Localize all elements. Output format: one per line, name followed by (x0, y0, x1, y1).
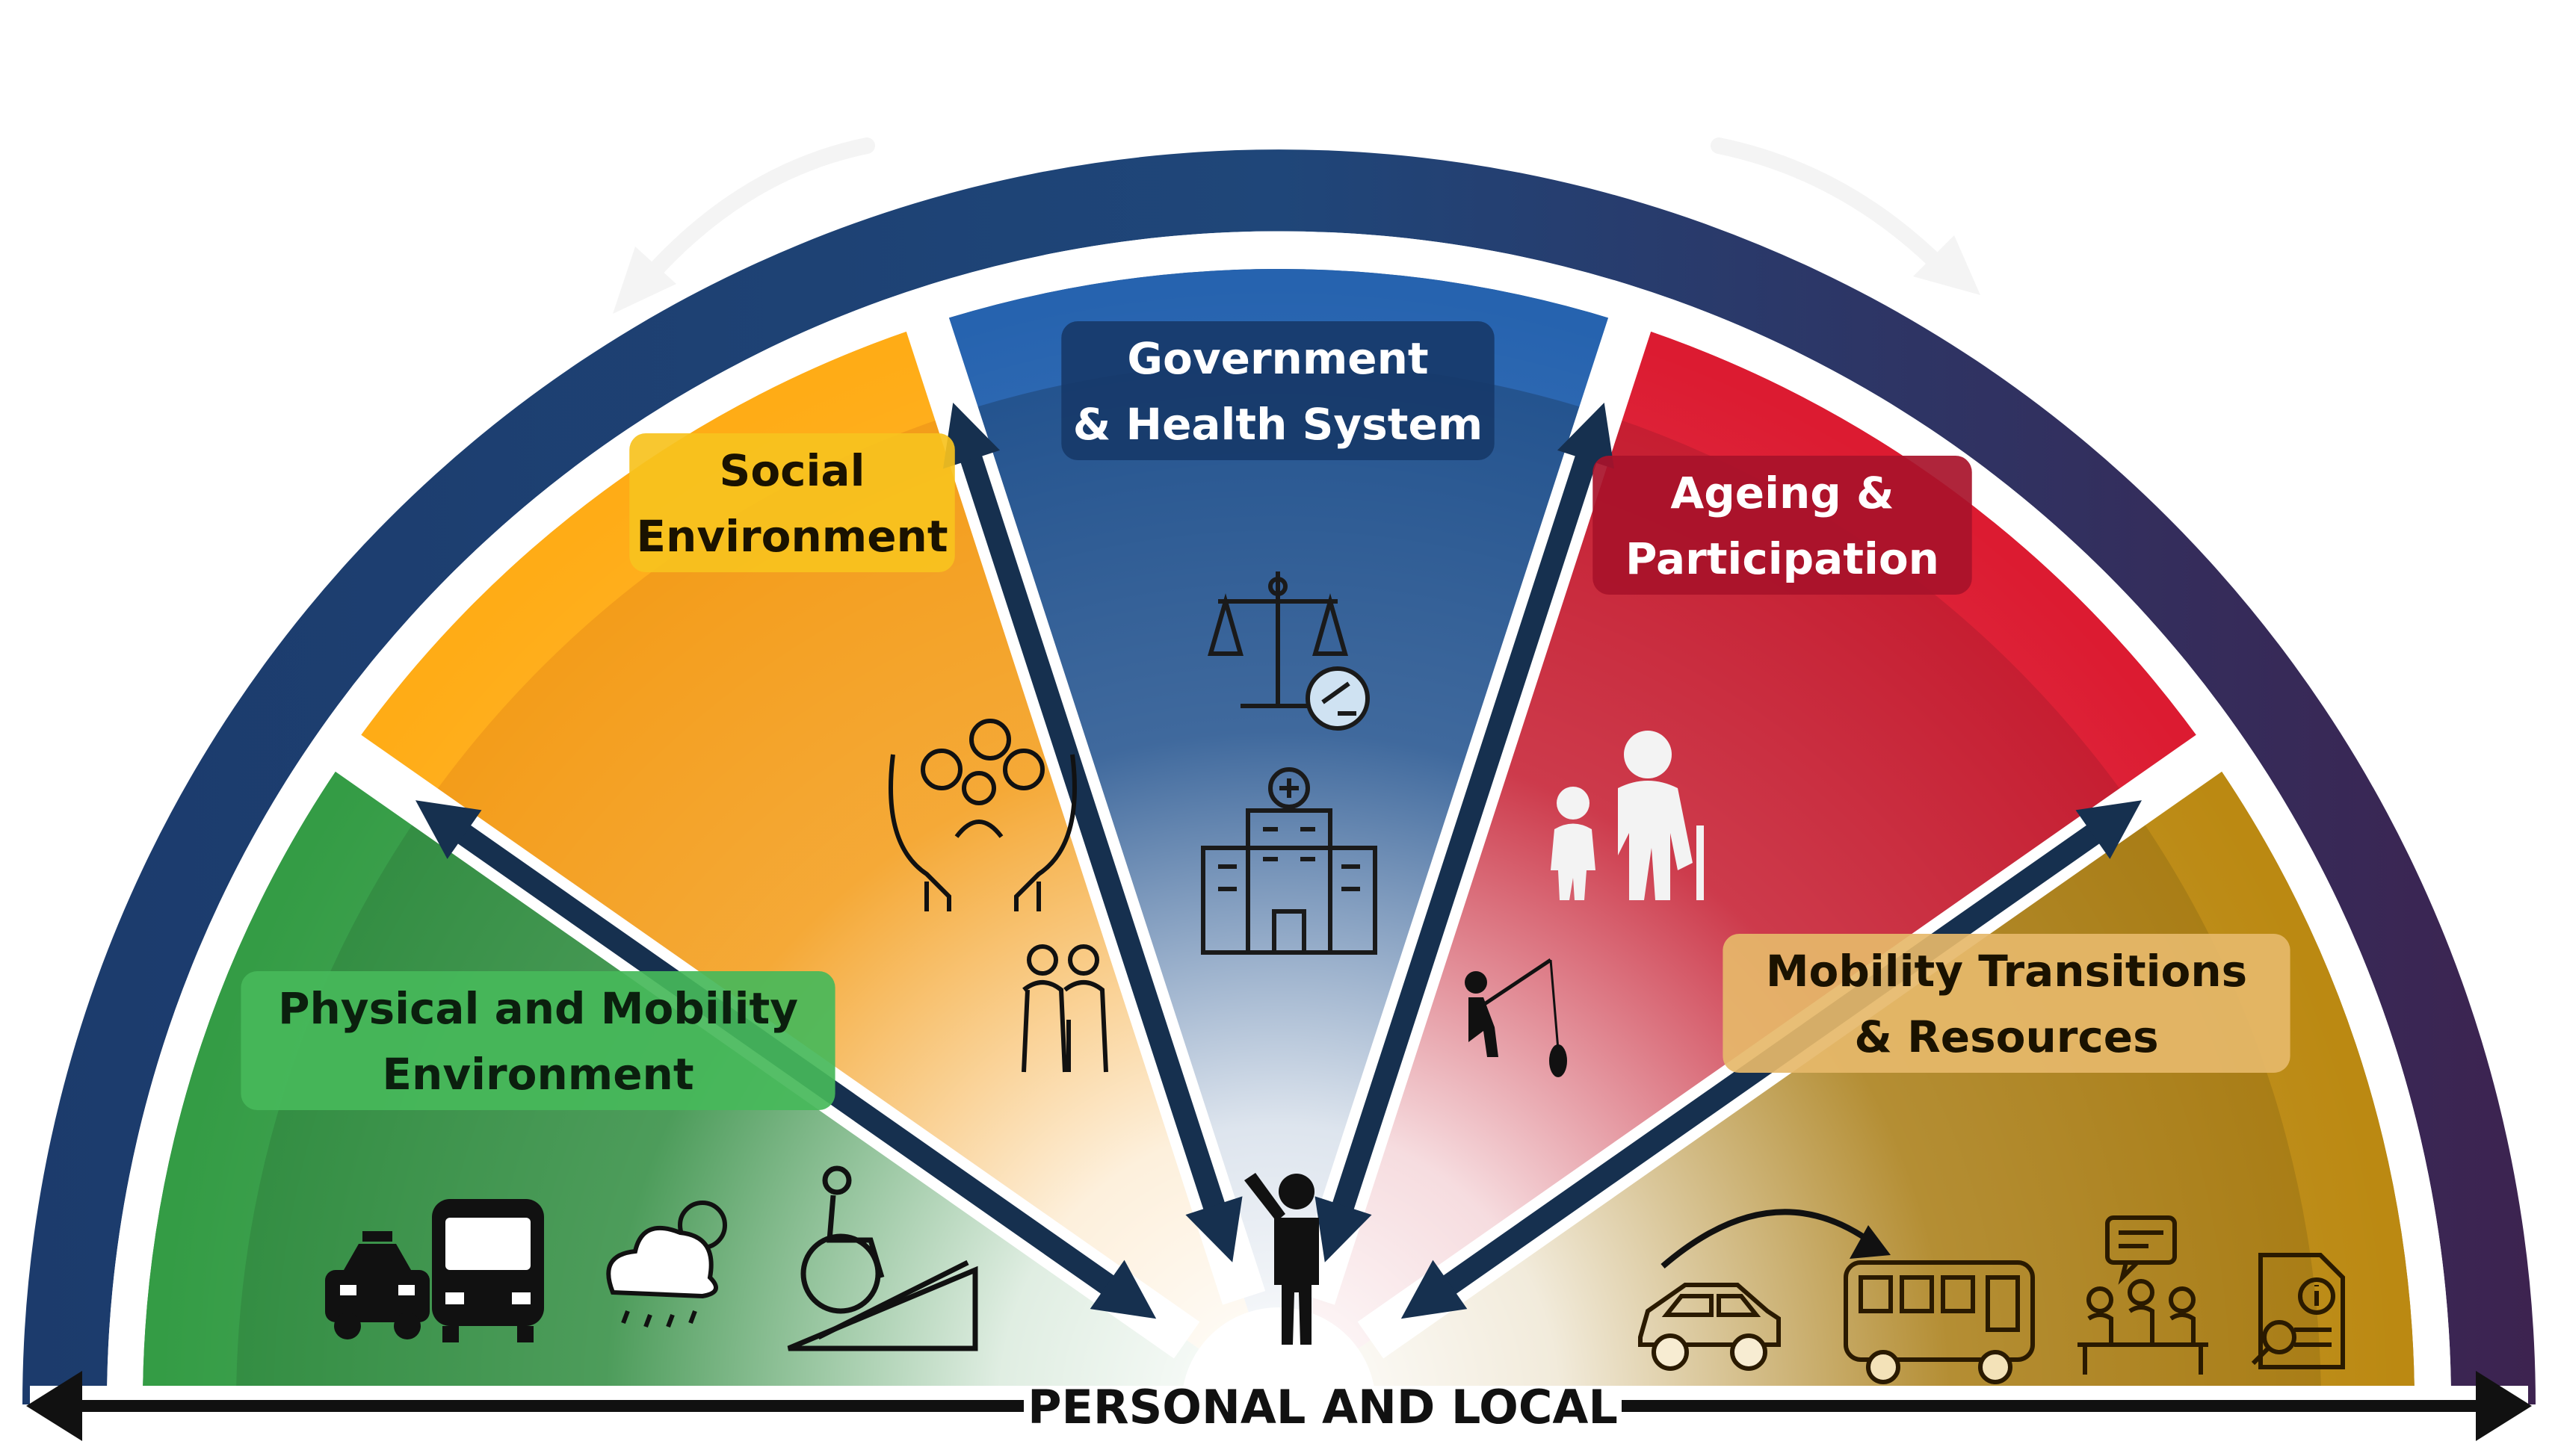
fishing-icon (1465, 958, 1567, 1077)
ring-arrow-right-head (1913, 235, 1980, 295)
hospital-icon (1201, 767, 1377, 955)
sector-label-physical: Environment (382, 1049, 693, 1100)
ring-arrow-left-icon (634, 137, 875, 292)
axis-arrow-right-icon (2476, 1371, 2532, 1441)
sector-label-social: Social (720, 445, 865, 496)
car-icon (1638, 1283, 1781, 1371)
label-group: Physical and MobilityEnvironmentSocialEn… (241, 321, 2290, 1110)
outer-ring-label: NATIONAL AND CULTURAL (903, 1, 1652, 111)
sector-label-mobility: & Resources (1854, 1012, 2158, 1062)
icon-group (325, 571, 2345, 1384)
ring-arrow-left-head (613, 247, 676, 314)
double-arrow-shaft (1325, 434, 1604, 1230)
justice-scale-icon (1208, 571, 1370, 731)
bottom-axis-label: PERSONAL AND LOCAL (1028, 1380, 1618, 1434)
sector-label-ageing: Participation (1625, 533, 1939, 584)
sector-label-bg-mobility (1723, 934, 2290, 1073)
arrow-head-icon (2075, 800, 2143, 859)
bus-icon (432, 1199, 544, 1342)
arrow-head-icon (1185, 1196, 1243, 1263)
arrow-head-icon (1400, 1260, 1468, 1319)
sector-label-mobility: Mobility Transitions (1766, 946, 2247, 997)
person-waving-icon (1244, 1173, 1319, 1345)
sector-label-ageing: Ageing & (1670, 468, 1894, 518)
bus-outline-icon (1844, 1260, 2035, 1384)
arrow-head-icon (1557, 403, 1615, 469)
sector-label-social: Environment (636, 511, 948, 562)
info-document-icon (2251, 1253, 2345, 1369)
sector-label-government: Government (1127, 333, 1428, 384)
axis-arrow-left-icon (26, 1371, 82, 1441)
meeting-icon (2077, 1215, 2208, 1375)
arrow-head-icon (1090, 1260, 1157, 1319)
elder-with-child-icon (1551, 731, 1704, 900)
sector-label-physical: Physical and Mobility (278, 983, 798, 1034)
sector-label-bg-ageing (1592, 456, 1972, 595)
wheelchair-ramp-icon (787, 1165, 978, 1351)
arrow-head-icon (942, 403, 1001, 469)
sector-label-bg-physical (241, 971, 835, 1110)
friends-icon (1022, 944, 1108, 1073)
double-arrow-shaft (954, 434, 1232, 1230)
rain-cloud-icon (606, 1201, 727, 1328)
taxi-icon (325, 1231, 430, 1339)
arrow-head-icon (1314, 1196, 1372, 1263)
sector-label-bg-government (1061, 321, 1495, 460)
arrow-head-icon (415, 800, 482, 859)
transition-arrow-icon (1660, 1209, 1891, 1269)
bottom-axis: PERSONAL AND LOCAL (26, 1371, 2532, 1441)
caring-hands-icon (889, 719, 1077, 911)
sector-label-government: & Health System (1073, 399, 1483, 450)
ring-arrow-right-icon (1711, 137, 1951, 277)
sector-label-bg-social (629, 433, 955, 572)
